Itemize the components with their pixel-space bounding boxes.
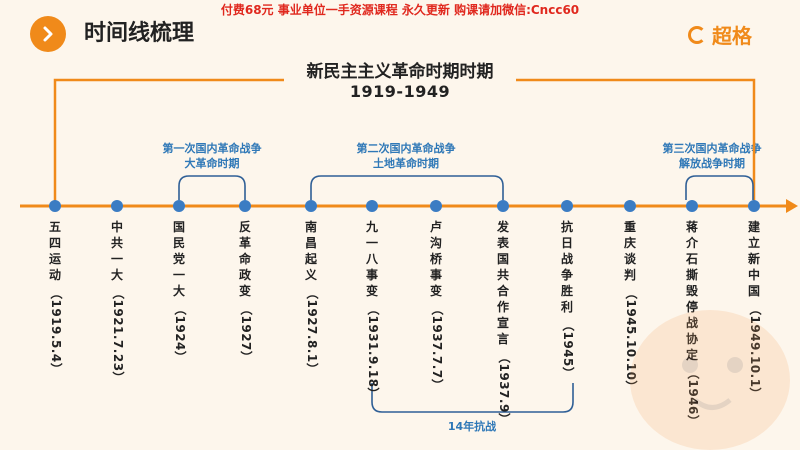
timeline-event: 九一八事变 （1931.9.18） [365,219,380,401]
timeline-node [430,200,442,212]
timeline-node [49,200,61,212]
period-title: 新民主主义革命时期时期 [306,62,494,82]
war-label-third: 第三次国内革命战争 解放战争时期 [663,141,762,171]
timeline-event: 中共一大 （1921.7.23） [110,219,125,385]
timeline-event: 南昌起义 （1927.8.1） [304,219,319,376]
timeline-arrowhead [786,199,798,213]
event-date: （1937.9） [497,351,511,426]
timeline-event: 卢沟桥事变 （1937.7.7） [429,219,444,392]
timeline-event: 反革命政变 （1927） [238,219,253,364]
event-name: 南昌起义 [304,220,317,282]
war-label-second: 第二次国内革命战争 土地革命时期 [357,141,456,171]
timeline-event: 发表国共合作宣言 （1937.9） [496,219,511,426]
timeline-node [239,200,251,212]
event-name: 卢沟桥事变 [429,220,442,298]
period-bracket [53,78,284,204]
event-name: 发表国共合作宣言 [496,220,509,346]
timeline-node [173,200,185,212]
timeline-node [111,200,123,212]
timeline-event: 抗日战争胜利 （1945） [560,219,575,380]
event-name: 九一八事变 [365,220,378,298]
chevron-right-icon [43,26,53,42]
event-name: 抗日战争胜利 [560,220,573,314]
mascot-watermark [630,310,790,450]
timeline-node [305,200,317,212]
timeline-node [624,200,636,212]
event-date: （1927.8.1） [305,287,319,376]
header: 时间线梳理 超格 [0,16,800,56]
event-date: （1919.5.4） [49,287,63,376]
war-label-second-line1: 第二次国内革命战争 [356,142,456,155]
event-name: 蒋介石撕毁停战协定 [685,220,698,362]
war-label-first-line2: 大革命时期 [184,157,240,170]
anti-japanese-bracket [371,383,574,413]
event-name: 中共一大 [110,220,123,282]
event-date: （1945.10.10） [624,287,638,393]
anti-japanese-label: 14年抗战 [447,420,497,433]
timeline-event: 蒋介石撕毁停战协定 （1946） [685,219,701,427]
brand-name: 超格 [712,24,752,48]
war-label-first-line1: 第一次国内革命战争 [162,142,262,155]
war-arc-second [310,175,504,200]
event-date: （1945） [561,319,575,380]
event-name: 反革命政变 [238,220,251,298]
promo-banner: 付费68元 事业单位一手资源课程 永久更新 购课请加微信:Cncc60 [220,3,580,17]
war-arc-third [685,175,754,200]
period-bracket-right [516,78,756,204]
arrow-badge [30,16,66,52]
timeline-node [686,200,698,212]
event-name: 重庆谈判 [623,220,636,282]
war-label-third-line2: 解放战争时期 [679,157,745,170]
event-date: （1949.10.1） [747,303,763,400]
timeline-event: 重庆谈判 （1945.10.10） [623,219,638,393]
timeline-event: 五四运动 （1919.5.4） [48,219,63,376]
brand-logo: 超格 [688,20,752,49]
event-date: （1931.9.18） [366,303,380,401]
timeline-event: 国民党一大 （1924） [172,219,187,364]
timeline-node [497,200,509,212]
event-date: （1924） [173,303,187,364]
event-date: （1937.7.7） [430,303,444,392]
brand-g-icon [688,25,706,44]
event-name: 五四运动 [48,220,61,282]
war-label-second-line2: 土地革命时期 [373,157,439,170]
timeline-node [366,200,378,212]
event-date: （1946） [685,367,701,427]
timeline-node [561,200,573,212]
event-date: （1921.7.23） [111,287,125,385]
war-label-first: 第一次国内革命战争 大革命时期 [163,141,262,171]
timeline-node [748,200,760,212]
war-label-third-line1: 第三次国内革命战争 [662,142,762,155]
timeline-event: 建立新中国 （1949.10.1） [747,219,763,400]
event-date: （1927） [239,303,253,364]
page-title: 时间线梳理 [84,21,195,46]
event-name: 建立新中国 [747,220,760,298]
war-arc-first [178,175,246,200]
period-years: 1919-1949 [349,82,451,101]
event-name: 国民党一大 [172,220,185,298]
